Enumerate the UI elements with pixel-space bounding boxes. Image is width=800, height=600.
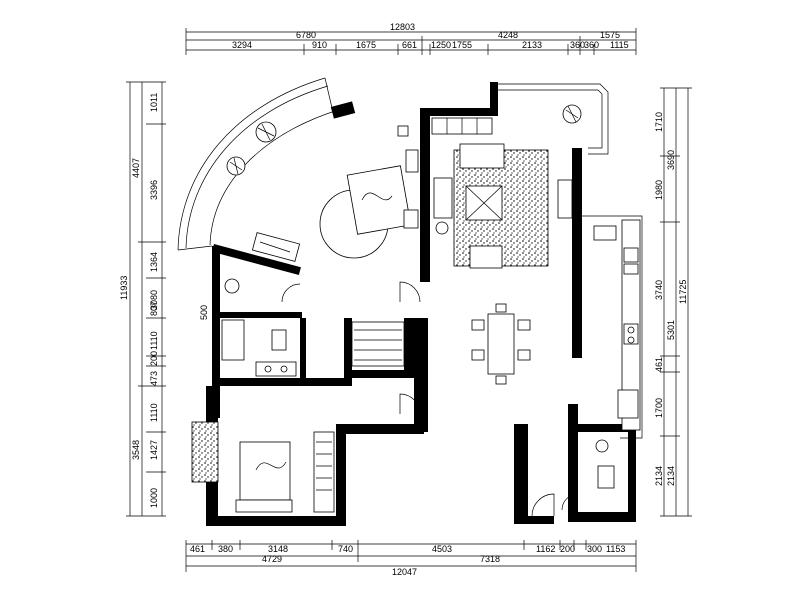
top-detail-dimension: 1755 [452, 40, 472, 50]
right-overall-dimension: 11725 [678, 280, 688, 304]
left-detail-dimension: 1011 [149, 93, 159, 112]
top-detail-dimension: 661 [402, 40, 417, 50]
bottom-detail-dimension: 3148 [268, 544, 288, 554]
left-detail-dimension: 1110 [149, 403, 159, 422]
bay-window-seat [191, 421, 219, 483]
left-overall-dimension: 11933 [119, 276, 129, 300]
bottom-detail-dimension: 461 [190, 544, 205, 554]
left-bathroom-fixtures [221, 278, 297, 377]
right-detail-dimension: 461 [654, 357, 664, 372]
left-dimension-chain: 11933 4407 3548 1011 3396 1364 3080 807 … [119, 81, 209, 517]
single-bed [239, 441, 291, 501]
dining-table-set [471, 303, 531, 385]
right-detail-dimension: 1710 [654, 112, 664, 132]
right-mid-dimension: 2134 [666, 466, 676, 486]
master-bedroom-furniture [319, 125, 419, 259]
top-detail-dimension: 1250 [431, 40, 451, 50]
top-dimension-chain: 12803 6780 4248 1575 3294 910 1675 661 1… [185, 22, 637, 55]
curved-balcony [177, 77, 339, 251]
door-swings [281, 281, 579, 517]
double-bed [346, 165, 412, 235]
left-mid-dimension: 3548 [131, 440, 141, 460]
study-desk [251, 232, 301, 262]
wardrobe [351, 321, 405, 367]
bottom-mid-dimension: 4729 [262, 554, 282, 564]
top-mid-dimension: 1575 [600, 30, 620, 40]
lamp-icon [435, 221, 449, 235]
right-mid-dimension: 3690 [666, 150, 676, 170]
bottom-detail-dimension: 4503 [432, 544, 452, 554]
right-mid-dimension: 5301 [666, 320, 676, 340]
left-detail-dimension: 1110 [149, 331, 159, 350]
left-detail-dimension: 1000 [149, 488, 159, 508]
washbasin-icon [595, 439, 609, 453]
toilet-icon [597, 465, 615, 489]
top-detail-dimension: 360 [570, 40, 585, 50]
walls [206, 82, 636, 526]
wardrobe [313, 431, 335, 513]
top-detail-dimension: 2133 [522, 40, 542, 50]
stove-icon [623, 323, 639, 345]
left-detail-dimension: 3396 [149, 180, 159, 200]
sofa [459, 143, 505, 169]
left-inner-dimension: 500 [199, 305, 209, 320]
living-room-furniture [431, 117, 573, 269]
bottom-mid-dimension: 7318 [480, 554, 500, 564]
left-detail-dimension: 1427 [149, 440, 159, 460]
top-overall-dimension: 12803 [390, 22, 415, 32]
toilet-icon [271, 329, 287, 351]
kitchen-counter [582, 215, 643, 439]
left-mid-dimension: 4407 [131, 158, 141, 178]
bottom-detail-dimension: 1162 [536, 544, 555, 554]
top-mid-dimension: 4248 [498, 30, 518, 40]
right-detail-dimension: 3740 [654, 280, 664, 300]
tv-cabinet [557, 179, 573, 219]
right-detail-dimension: 2134 [654, 466, 664, 486]
right-detail-dimension: 1700 [654, 398, 664, 418]
top-detail-dimension: 360 [584, 40, 599, 50]
armchair [433, 177, 453, 219]
second-bedroom-furniture [191, 421, 335, 513]
armchair [469, 245, 503, 269]
washbasin-icon [224, 278, 240, 294]
sink-icon [593, 225, 617, 241]
right-detail-dimension: 1980 [654, 180, 664, 200]
left-detail-dimension: 807 [149, 301, 159, 316]
left-detail-dimension: 473 [149, 371, 159, 386]
right-bathroom-fixtures [595, 439, 615, 489]
top-detail-dimension: 3294 [232, 40, 252, 50]
top-detail-dimension: 1115 [610, 40, 629, 50]
top-detail-dimension: 1675 [356, 40, 376, 50]
bottom-detail-dimension: 300 [587, 544, 602, 554]
left-detail-dimension: 1364 [149, 252, 159, 272]
left-detail-dimension: 3080 [149, 290, 159, 310]
top-detail-dimension: 910 [312, 40, 327, 50]
dining-table [487, 313, 515, 375]
bottom-overall-dimension: 12047 [392, 567, 417, 577]
right-balcony [498, 83, 609, 155]
bottom-detail-dimension: 380 [218, 544, 233, 554]
right-dimension-chain: 1710 1980 3740 461 1700 2134 3690 5301 2… [654, 87, 692, 517]
bottom-detail-dimension: 740 [338, 544, 353, 554]
left-detail-dimension: 200 [149, 351, 159, 366]
bottom-dimension-chain: 461 380 3148 740 4503 1162 200 300 1153 … [185, 540, 637, 577]
top-mid-dimension: 6780 [296, 30, 316, 40]
bottom-detail-dimension: 1153 [606, 544, 625, 554]
bottom-detail-dimension: 200 [560, 544, 575, 554]
